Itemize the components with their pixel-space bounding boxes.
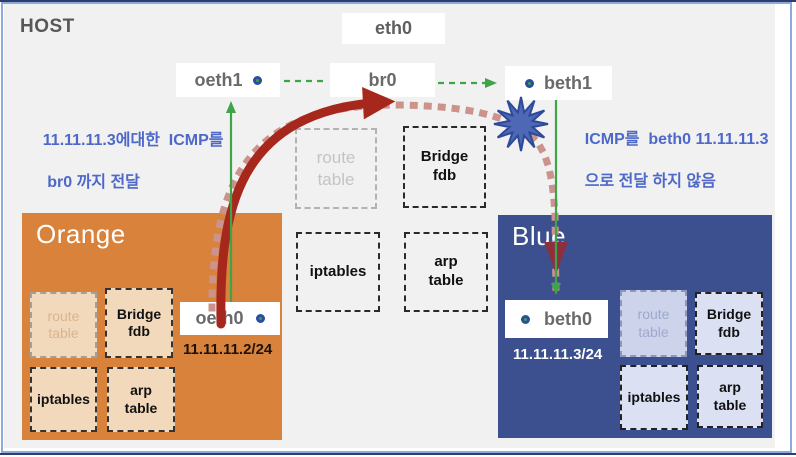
host-bridge-fdb-box: Bridge fdb — [403, 126, 486, 208]
port-status-dot — [255, 314, 265, 323]
annotation-line: 11.11.11.3에대한 ICMP를 — [42, 132, 224, 149]
oeth1-label: oeth1 — [194, 69, 243, 90]
annotation-line: br0 까지 전달 — [42, 174, 140, 191]
interface-beth0: beth0 — [505, 300, 608, 338]
interface-eth0: eth0 — [342, 13, 445, 44]
namespace-orange: Orange route table Bridge fdb oeth0 11.1… — [22, 213, 282, 440]
interface-oeth0: oeth0 — [180, 302, 280, 335]
interface-br0: br0 — [330, 63, 435, 97]
blue-ip-address: 11.11.11.3/24 — [513, 346, 603, 363]
annotation-line: ICMP를 beth0 11.11.11.3 — [584, 131, 769, 148]
interface-beth1: beth1 — [505, 66, 612, 100]
blue-title: Blue — [512, 221, 567, 251]
eth0-label: eth0 — [374, 18, 412, 38]
orange-bridge-fdb-box: Bridge fdb — [105, 288, 173, 358]
annotation-not-forwarded: ICMP를 beth0 11.11.11.3 으로 전달 하지 않음 — [567, 108, 792, 213]
port-status-dot — [252, 75, 262, 85]
beth1-label: beth1 — [543, 72, 592, 93]
annotation-line: 으로 전달 하지 않음 — [584, 173, 716, 190]
namespace-blue: Blue beth0 11.11.11.3/24 route table Bri… — [498, 215, 772, 438]
host-iptables-box: iptables — [296, 232, 380, 312]
orange-ip-address: 11.11.11.2/24 — [183, 341, 273, 358]
host-label: HOST — [20, 16, 75, 37]
beth0-label: beth0 — [543, 308, 592, 329]
port-status-dot — [524, 78, 534, 88]
frame-top-line — [0, 0, 796, 2]
orange-iptables-box: iptables — [30, 367, 97, 432]
frame-bottom-line — [0, 453, 796, 455]
orange-title: Orange — [36, 219, 126, 249]
oeth0-label: oeth0 — [195, 308, 244, 328]
orange-route-table-box: route table — [30, 292, 97, 358]
orange-arp-table-box: arp table — [107, 367, 175, 432]
blue-arp-table-box: arp table — [697, 365, 763, 428]
blue-route-table-box: route table — [620, 290, 687, 357]
annotation-forward-to-br0: 11.11.11.3에대한 ICMP를 br0 까지 전달 — [25, 109, 255, 214]
host-route-table-box: route table — [295, 128, 377, 209]
br0-label: br0 — [368, 69, 397, 90]
interface-oeth1: oeth1 — [176, 63, 280, 97]
port-status-dot — [520, 314, 530, 324]
host-arp-table-box: arp table — [404, 232, 488, 312]
blue-bridge-fdb-box: Bridge fdb — [695, 292, 763, 355]
blue-iptables-box: iptables — [620, 365, 688, 430]
